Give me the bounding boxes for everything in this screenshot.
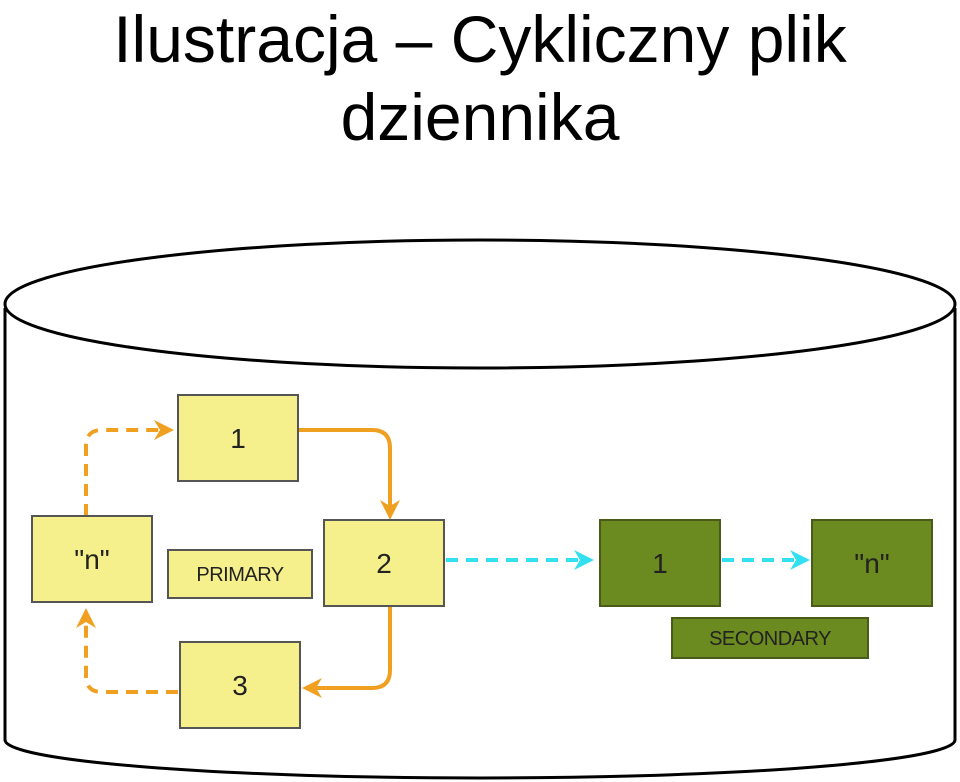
primary-log-box-2: 2 (323, 519, 445, 607)
slide-title-line-1: Ilustracja – Cykliczny plik (113, 2, 847, 76)
primary-log-box-1: 1 (177, 394, 299, 482)
slide-title: Ilustracja – Cykliczny plik dziennika (0, 0, 960, 156)
secondary-log-box-n: "n" (811, 519, 933, 607)
secondary-tag: SECONDARY (671, 617, 869, 659)
primary-log-n-label: "n" (74, 544, 109, 575)
arrow-log2-to-log3 (302, 606, 392, 698)
secondary-log-box-1: 1 (599, 519, 721, 607)
secondary-log-1-label: 1 (652, 548, 668, 579)
secondary-tag-label: SECONDARY (709, 628, 831, 650)
primary-log-box-n: "n" (31, 515, 153, 603)
arrow-log1-to-log2 (298, 428, 400, 520)
arrow-log3-to-logn (76, 608, 178, 694)
primary-tag-label: PRIMARY (196, 564, 283, 586)
secondary-log-n-label: "n" (854, 548, 889, 579)
cylinder-top (3, 238, 957, 370)
disk-cylinder (3, 238, 957, 780)
primary-log-box-3: 3 (179, 641, 301, 729)
primary-tag: PRIMARY (167, 549, 313, 599)
arrow-logn-to-log1 (84, 420, 174, 516)
primary-log-1-label: 1 (230, 423, 246, 454)
slide-title-line-2: dziennika (340, 80, 620, 154)
primary-log-3-label: 3 (232, 670, 248, 701)
primary-log-2-label: 2 (376, 548, 392, 579)
